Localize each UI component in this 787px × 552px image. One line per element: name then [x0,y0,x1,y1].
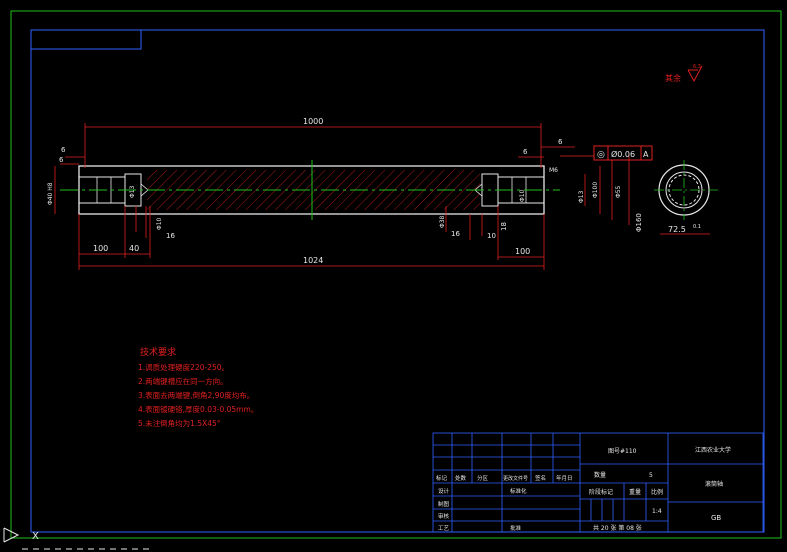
title-block [432,432,764,533]
dim-right-6a: 6 [558,138,563,146]
tech-req-item: 3.表面去两端键,倒角2,90度均布。 [138,390,254,400]
svg-text:X: X [32,531,39,542]
tb-row-label: 签名 [535,474,546,482]
tb-sheet-info: 共 20 张 第 08 张 [593,524,642,532]
dim-left-phi13: Φ13 [129,185,136,198]
tb-standard: GB [711,514,721,522]
svg-text:A: A [643,150,649,159]
dim-left-40: 40 [129,244,139,253]
tb-scale-label: 比例 [651,488,663,496]
dim-overall-top: 1000 [303,117,323,126]
tb-process: 工艺 [438,525,450,532]
tb-quantity-value: 5 [649,472,653,479]
tb-checker: 制图 [438,500,450,508]
tb-row-label: 年月日 [556,474,573,482]
tech-req-item: 1.调质处理硬度220-250。 [138,362,229,372]
tb-approver: 审核 [438,512,450,520]
outer-frame [10,10,782,539]
dim-right-phi10: Φ10 [519,189,526,202]
tech-req-item: 5.未注倒角均为1.5X45° [138,418,221,428]
tb-part-name: 滚筒轴 [705,480,723,488]
svg-text:72.5: 72.5 [668,225,686,234]
tb-material: 图号#110 [608,448,637,455]
dimension-labels: 1000 1024 100 40 100 6 6 6 6 16 16 10 18… [47,117,643,265]
ucs-icon: X [3,527,150,550]
tech-req-title: 技术要求 [140,346,176,358]
dim-right-phi13: Φ13 [578,190,585,203]
svg-text:6.3: 6.3 [693,64,701,70]
tb-row-label: 处数 [455,474,467,482]
dim-right-6b: 6 [523,148,528,156]
geometric-tolerance-frame: ◎ Ø0.06 A [593,145,653,161]
tb-quantity-label: 数量 [594,471,606,479]
dim-left-16: 16 [166,232,175,240]
tb-company: 江西农业大学 [695,446,731,454]
dimensions [54,123,630,270]
dim-right-10: 10 [487,232,496,240]
tb-approve-label: 批准 [510,524,522,532]
tech-req-item: 2.两端键槽应在同一方向。 [138,376,228,386]
roughness-note: 其余 6.3 [665,64,703,83]
dim-overall-bottom: 1024 [303,256,323,265]
dim-right-m: M6 [549,167,558,174]
dim-right-100: 100 [515,247,530,256]
dim-left-6b: 6 [59,156,64,164]
inner-frame [30,29,765,533]
technical-requirements: 技术要求 1.调质处理硬度220-250。 2.两端键槽应在同一方向。 3.表面… [138,346,258,428]
svg-text:0.1: 0.1 [693,224,701,230]
tb-weight-label: 重量 [629,488,641,496]
dim-left-100: 100 [93,244,108,253]
tb-row-label: 分区 [477,474,489,482]
tb-row-label: 更改文件号 [503,475,528,482]
dim-right-phi160: Φ160 [635,213,643,232]
dim-left-6a: 6 [61,146,66,154]
tech-req-item: 4.表面镀硬铬,厚度0.03-0.05mm。 [138,404,258,414]
section-view: 72.5 0.1 [654,160,718,235]
title-block-text: 图号#110 江西农业大学 数量 5 阶段标记 重量 比例 1:4 滚筒轴 共 … [436,446,731,532]
dim-left-phi: Φ40 H8 [47,182,54,205]
tb-std-label: 标准化 [510,487,527,495]
tb-designer: 设计 [438,487,450,495]
svg-text:◎: ◎ [597,150,605,160]
dim-right-18: 18 [500,222,508,231]
tb-row-label: 标记 [436,474,448,482]
tb-stage-label: 阶段标记 [589,488,613,496]
dim-left-phi38: Φ38 [439,215,446,228]
svg-text:其余: 其余 [665,73,681,83]
dim-right-phi100: Φ100 [592,182,599,198]
dim-right-16: 16 [451,230,460,238]
svg-text:Ø0.06: Ø0.06 [611,149,635,159]
shaft-drawing [60,160,560,220]
corner-code-box [30,29,142,50]
dim-right-phi55: Φ55 [615,185,622,198]
dim-left-phi10: Φ10 [156,217,163,230]
tb-scale-value: 1:4 [652,508,662,515]
